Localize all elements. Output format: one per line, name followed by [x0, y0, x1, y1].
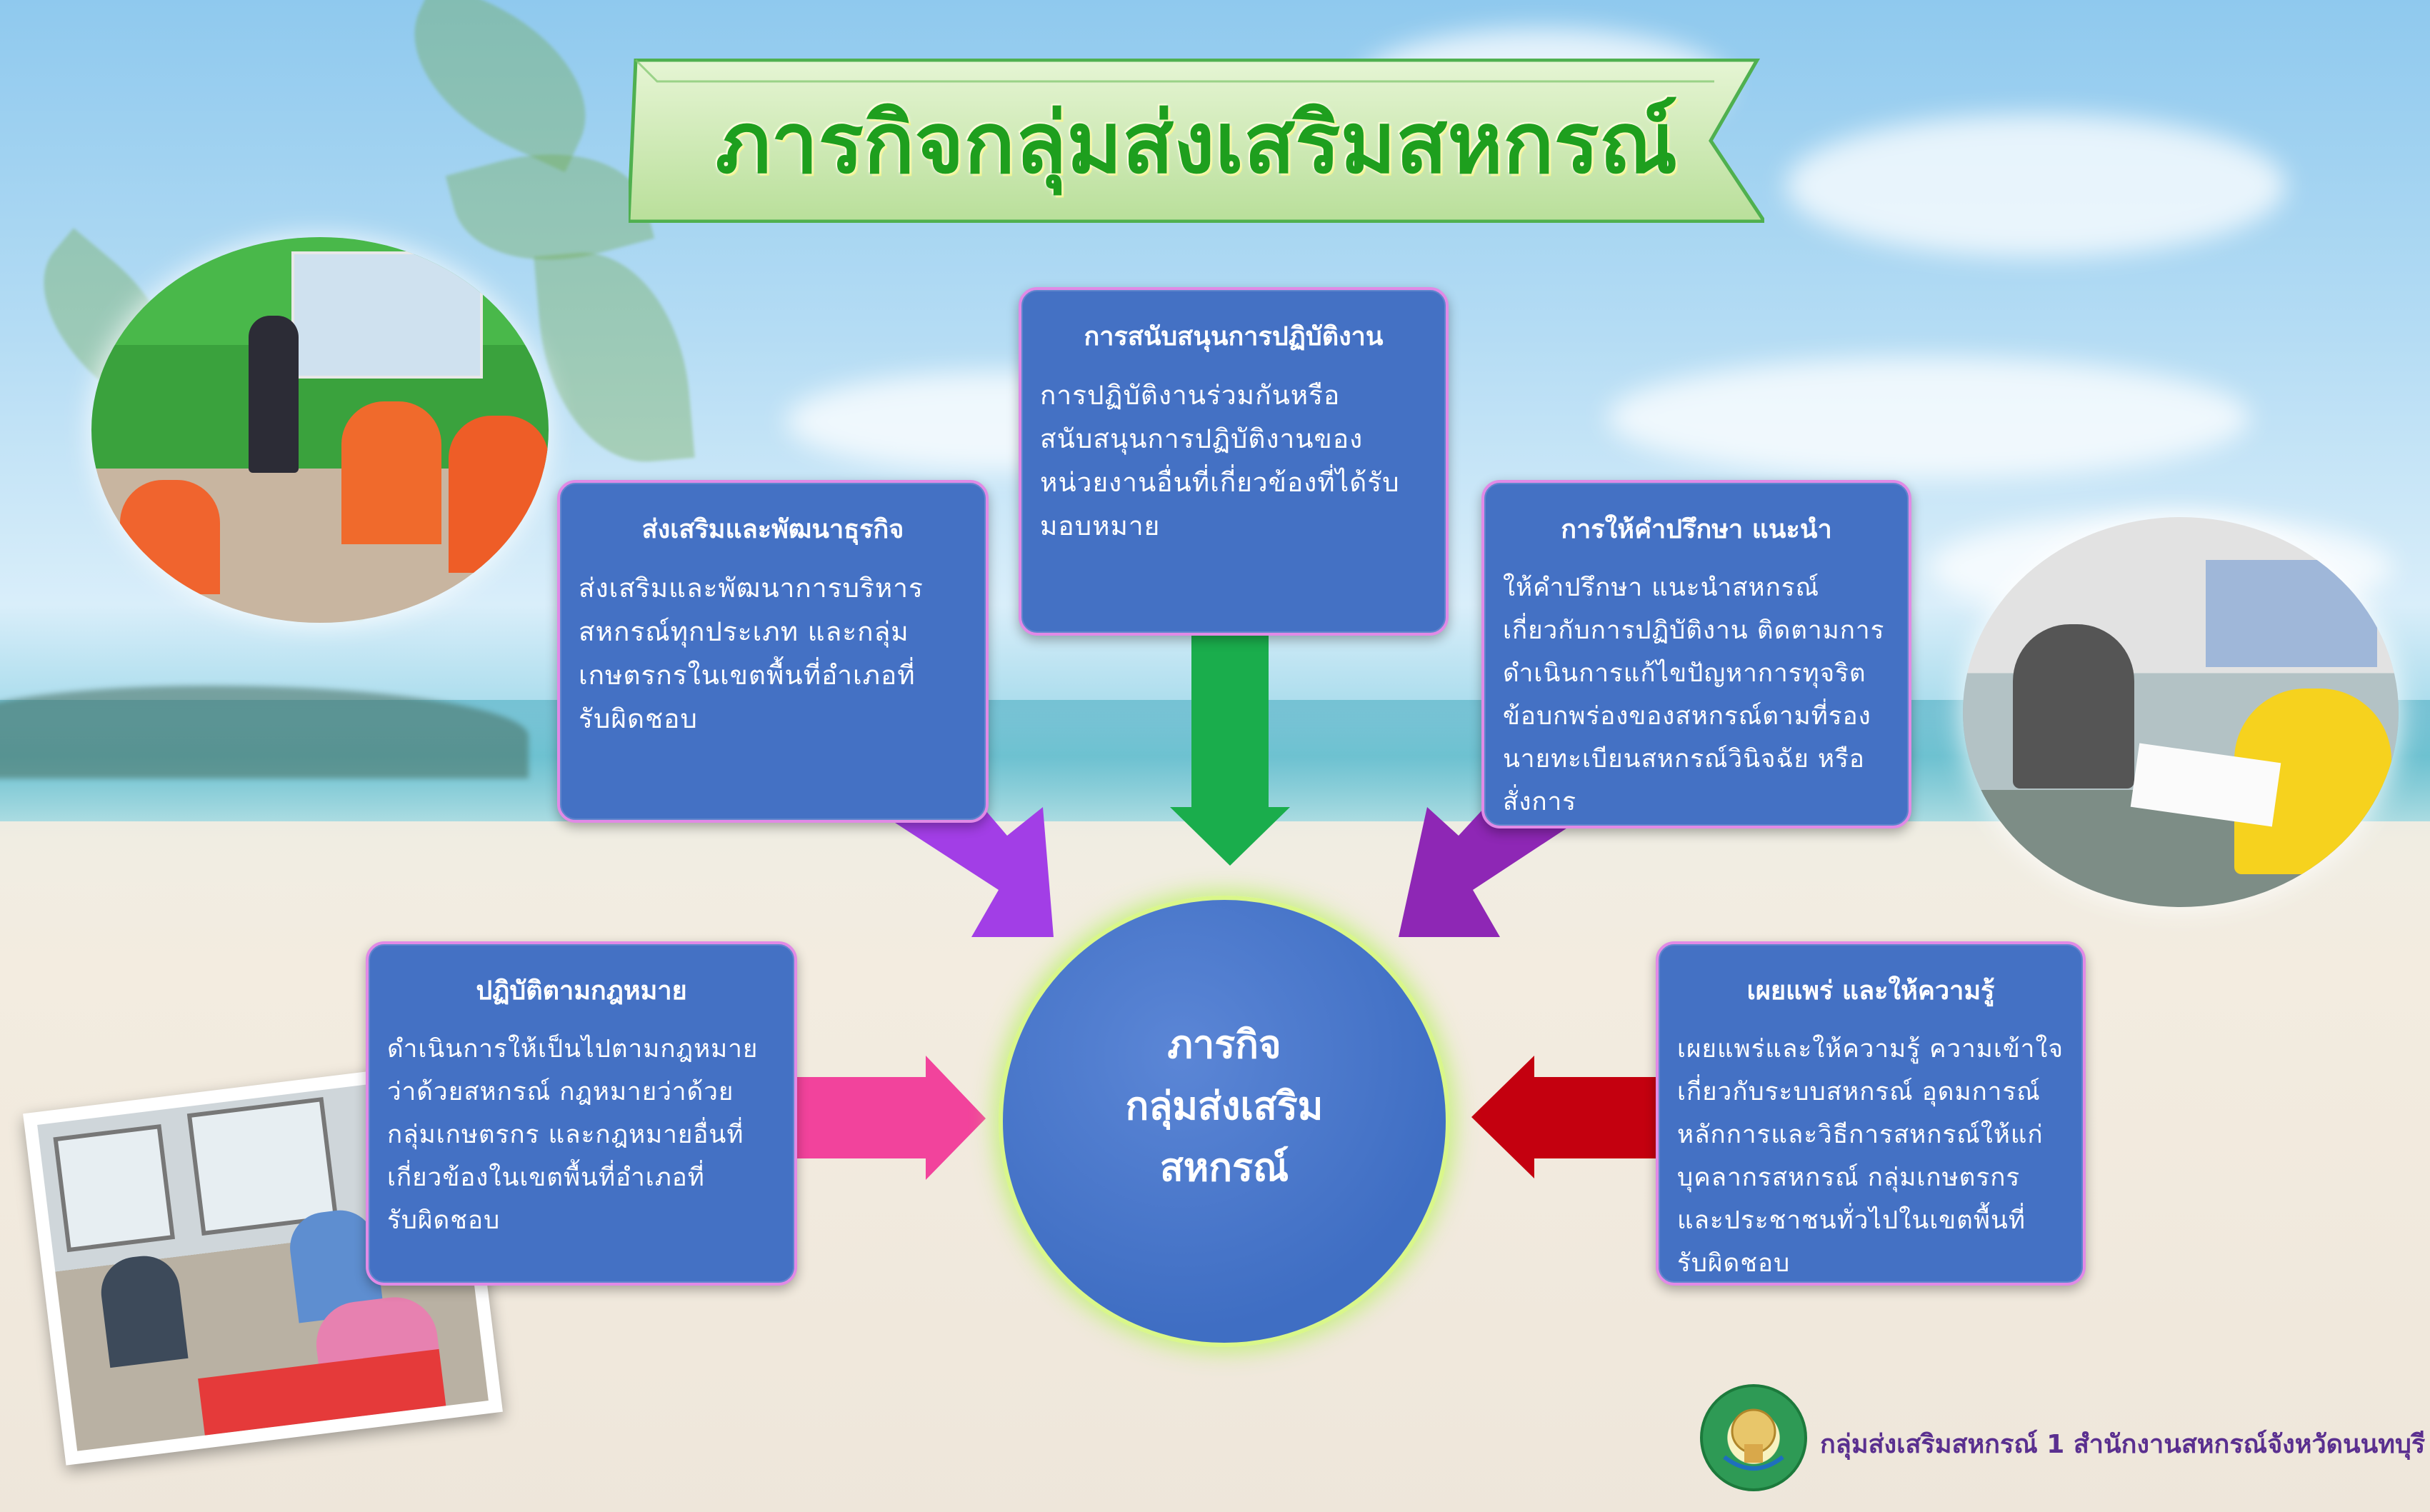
center-label: ภารกิจ กลุ่มส่งเสริม สหกรณ์: [999, 1014, 1450, 1198]
law-box: ปฏิบัติตามกฎหมาย ดำเนินการให้เป็นไปตามกฎ…: [366, 941, 797, 1286]
knowledge-box: เผยแพร่ และให้ความรู้ เผยแพร่และให้ความร…: [1656, 941, 2086, 1286]
center-line-1: ภารกิจ: [1167, 1022, 1281, 1067]
center-line-3: สหกรณ์: [1159, 1145, 1289, 1190]
title-banner: [629, 59, 1764, 223]
business-box: ส่งเสริมและพัฒนาธุรกิจ ส่งเสริมและพัฒนาก…: [557, 480, 989, 823]
deity-emblem-icon: [1723, 1408, 1784, 1471]
seminar-photo: [91, 237, 549, 623]
business-heading: ส่งเสริมและพัฒนาธุรกิจ: [641, 515, 904, 544]
business-text: ส่งเสริมและพัฒนาการบริหาร สหกรณ์ทุกประเภ…: [579, 573, 924, 734]
knowledge-text: เผยแพร่และให้ความรู้ ความเข้าใจ เกี่ยวกั…: [1677, 1035, 2064, 1278]
knowledge-heading: เผยแพร่ และให้ความรู้: [1746, 976, 1995, 1006]
cooperative-office-logo: [1700, 1384, 1807, 1491]
arrow-support: [1170, 631, 1290, 866]
arrow-law: [793, 1056, 986, 1180]
island-hill: [0, 686, 529, 778]
support-box: การสนับสนุนการปฏิบัติงาน การปฏิบัติงานร่…: [1019, 287, 1449, 636]
law-heading: ปฏิบัติตามกฎหมาย: [476, 976, 687, 1006]
center-line-2: กลุ่มส่งเสริม: [1125, 1083, 1324, 1128]
advice-text: ให้คำปรึกษา แนะนำสหกรณ์ เกี่ยวกับการปฏิบ…: [1503, 574, 1885, 816]
support-text: การปฏิบัติงานร่วมกันหรือ สนับสนุนการปฏิบ…: [1040, 380, 1400, 541]
center-circle: [999, 896, 1450, 1347]
law-text: ดำเนินการให้เป็นไปตามกฎหมาย ว่าด้วยสหกรณ…: [387, 1035, 759, 1235]
advice-box: การให้คำปรึกษา แนะนำ ให้คำปรึกษา แนะนำสห…: [1481, 480, 1911, 828]
consultation-photo: [1963, 517, 2399, 907]
page-title: ภารกิจกลุ่มส่งเสริมสหกรณ์: [715, 94, 1678, 192]
cloud: [1786, 114, 2286, 257]
cloud: [1607, 357, 2250, 479]
footer-organization: กลุ่มส่งเสริมสหกรณ์ 1 สำนักงานสหกรณ์จังห…: [1820, 1430, 2426, 1459]
support-heading: การสนับสนุนการปฏิบัติงาน: [1084, 322, 1384, 351]
advice-heading: การให้คำปรึกษา แนะนำ: [1561, 515, 1832, 544]
arrow-knowledge: [1471, 1056, 1656, 1178]
